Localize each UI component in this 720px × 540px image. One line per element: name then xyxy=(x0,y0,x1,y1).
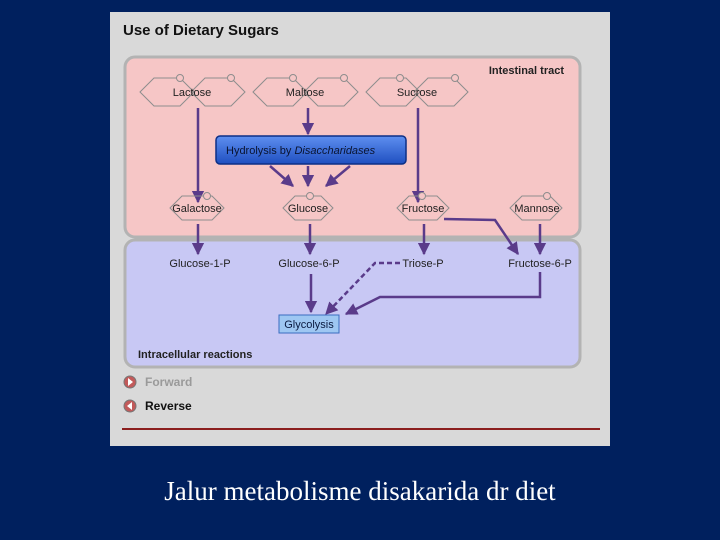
reverse-label[interactable]: Reverse xyxy=(145,399,192,413)
monosaccharide-galactose: Galactose xyxy=(169,192,225,221)
glucose-label: Glucose xyxy=(288,203,328,215)
glycolysis-label: Glycolysis xyxy=(284,319,334,331)
reverse-control[interactable]: Reverse xyxy=(123,399,192,413)
glucose-6-p-label: Glucose-6-P xyxy=(278,258,339,270)
monosaccharide-glucose: Glucose xyxy=(282,192,334,221)
mannose-label: Mannose xyxy=(514,203,559,215)
triose-p-label: Triose-P xyxy=(402,258,443,270)
sucrose-label: Sucrose xyxy=(397,87,437,99)
figure-title: Use of Dietary Sugars xyxy=(123,22,279,39)
arrow-hydrolysis-glucose-a xyxy=(269,165,294,187)
slide-caption: Jalur metabolisme disakarida dr diet xyxy=(164,476,556,506)
monosaccharide-mannose: Mannose xyxy=(509,192,563,221)
disaccharide-maltose: Maltose xyxy=(252,74,359,107)
arrow-triosep-glycolysis xyxy=(325,261,400,315)
figure-panel: Use of Dietary Sugars Intestinal tract I… xyxy=(110,12,610,446)
monosaccharide-fructose: Fructose xyxy=(396,192,450,221)
disaccharide-lactose: Lactose xyxy=(139,74,246,107)
lactose-label: Lactose xyxy=(173,87,212,99)
hydrolysis-enzyme: Disaccharidases xyxy=(294,145,375,157)
fructose-label: Fructose xyxy=(402,203,445,215)
disaccharide-sucrose: Sucrose xyxy=(365,74,469,107)
glucose-1-p-label: Glucose-1-P xyxy=(169,258,230,270)
forward-label[interactable]: Forward xyxy=(145,375,192,389)
intracellular-panel-label: Intracellular reactions xyxy=(138,349,252,361)
forward-control[interactable]: Forward xyxy=(123,375,192,389)
galactose-label: Galactose xyxy=(172,203,222,215)
intestinal-panel-label: Intestinal tract xyxy=(489,65,565,77)
fructose-6-p-label: Fructose-6-P xyxy=(508,258,572,270)
svg-text:Hydrolysis by Disaccharidases: Hydrolysis by Disaccharidases xyxy=(226,145,376,157)
maltose-label: Maltose xyxy=(286,87,325,99)
arrow-fructose6p-glycolysis xyxy=(344,272,542,316)
hydrolysis-prefix: Hydrolysis by xyxy=(226,145,294,157)
glycolysis-box: Glycolysis xyxy=(278,314,340,334)
arrow-hydrolysis-glucose-c xyxy=(325,165,351,187)
hydrolysis-box: Hydrolysis by Disaccharidases xyxy=(215,135,407,165)
arrow-fructose-fructose6p xyxy=(443,217,520,256)
